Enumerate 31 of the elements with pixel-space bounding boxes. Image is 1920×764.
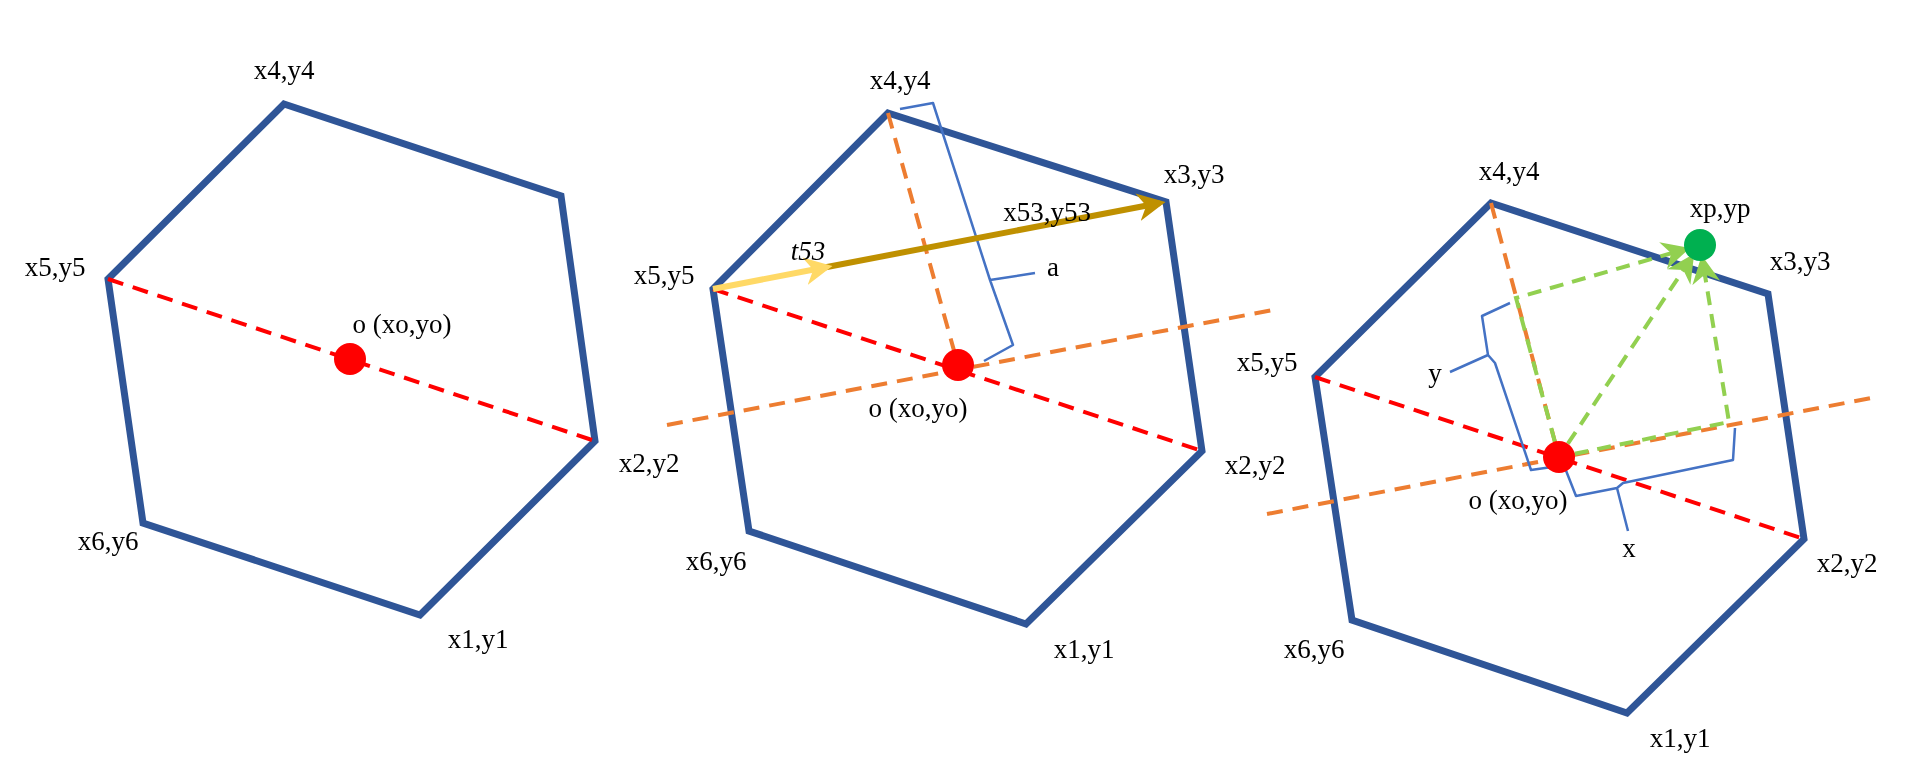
point-label: x5,y5	[24, 253, 86, 281]
point-label: x2,y2	[1816, 549, 1878, 577]
point-label: o (xo,yo)	[1468, 486, 1568, 514]
edge-label: t53	[790, 237, 826, 265]
point-dot	[1684, 229, 1716, 261]
point-label: x4,y4	[1478, 157, 1540, 185]
point-label: x6,y6	[77, 527, 139, 555]
point-label: x53,y53	[1003, 198, 1091, 226]
point-label: x5,y5	[633, 261, 695, 289]
point-label: x1,y1	[1649, 724, 1711, 752]
brace-label: x	[1622, 534, 1636, 562]
point-label: o (xo,yo)	[352, 310, 452, 338]
point-label: x2,y2	[1224, 451, 1286, 479]
point-dot	[1543, 441, 1575, 473]
point-label: x4,y4	[253, 56, 315, 84]
brace-label: y	[1428, 359, 1442, 387]
point-label: x6,y6	[1283, 635, 1345, 663]
point-dot	[942, 349, 974, 381]
brace-label: a	[1047, 253, 1059, 281]
point-label: x3,y3	[1163, 160, 1225, 188]
point-label: x6,y6	[685, 547, 747, 575]
point-label: xp,yp	[1689, 194, 1751, 222]
point-dot	[334, 343, 366, 375]
point-label: x4,y4	[869, 66, 931, 94]
point-label: x1,y1	[447, 625, 509, 653]
point-label: o (xo,yo)	[868, 394, 968, 422]
point-label: x3,y3	[1769, 247, 1831, 275]
point-label: x5,y5	[1236, 348, 1298, 376]
point-label: x2,y2	[618, 449, 680, 477]
arrow	[712, 193, 1166, 292]
point-label: x1,y1	[1053, 635, 1115, 663]
